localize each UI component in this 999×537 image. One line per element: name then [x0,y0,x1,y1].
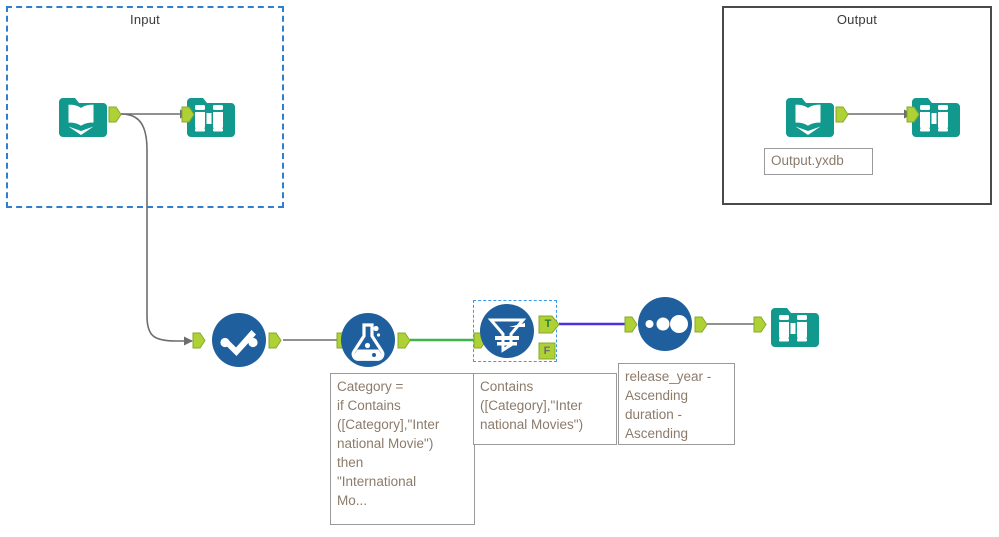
sort-dots-icon [638,297,692,351]
browse-tool[interactable] [765,296,821,352]
book-icon [786,98,834,137]
false-output-anchor-filter[interactable] [538,342,556,360]
input-anchor-select[interactable] [192,332,206,349]
tool-container-input[interactable]: Input [6,6,284,208]
binoculars-icon [187,98,235,137]
false-output-label: F [543,345,551,357]
checkmark-icon [212,313,266,367]
container-title-input: Input [130,12,160,27]
input-anchor-sort[interactable] [624,316,638,333]
flask-icon [341,313,395,367]
true-output-label: T [544,318,552,330]
output-anchor-select[interactable] [268,332,282,349]
formula-tool[interactable] [340,312,396,368]
filter-tool[interactable] [479,303,535,359]
browse-tool[interactable] [181,86,237,142]
select-tool[interactable] [211,312,267,368]
true-output-anchor-filter[interactable] [538,315,560,334]
sort-annotation: release_year - Ascending duration - Asce… [618,363,735,445]
binoculars-icon [771,308,819,347]
formula-annotation: Category = if Contains ([Category],"Inte… [330,373,475,525]
container-title-output: Output [836,12,878,27]
binoculars-icon [912,98,960,137]
filter-selection-marquee [473,300,557,362]
sort-tool[interactable] [637,296,693,352]
output-file-label: Output.yxdb [764,148,873,175]
filter-annotation: Contains ([Category],"Inter national Mov… [473,373,617,445]
output-anchor-formula[interactable] [397,332,411,349]
output-anchor-sort[interactable] [694,316,708,333]
output-anchor-input-data[interactable] [108,106,122,123]
book-icon [59,98,107,137]
output-anchor-output-data[interactable] [835,106,849,123]
input-anchor-browse[interactable] [181,106,195,123]
input-data-tool[interactable] [53,86,109,142]
input-anchor-browse[interactable] [753,316,767,333]
funnel-icon [480,304,534,358]
browse-tool[interactable] [906,86,962,142]
output-data-tool[interactable] [780,86,836,142]
input-anchor-browse[interactable] [906,106,920,123]
